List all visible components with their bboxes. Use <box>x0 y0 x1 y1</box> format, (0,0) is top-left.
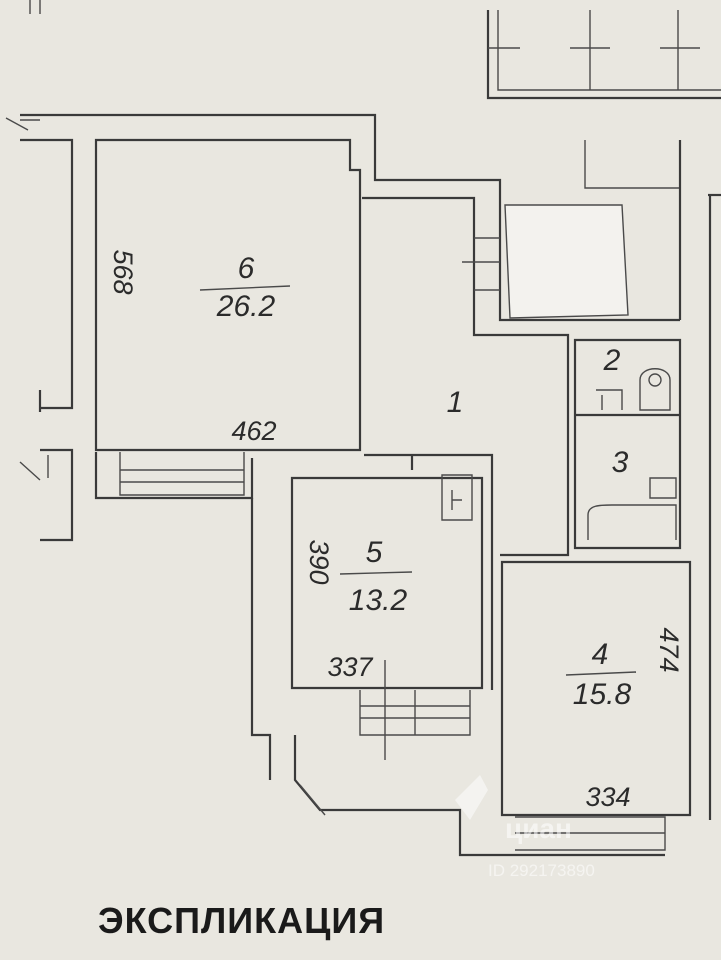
watermark-id: ID 292173890 <box>488 861 595 880</box>
room-5-area: 13.2 <box>349 584 408 617</box>
top-walls <box>29 0 721 100</box>
right-block <box>504 140 721 820</box>
room-6-height-dimension: 568 <box>108 249 138 294</box>
room-6-area: 26.2 <box>216 290 276 323</box>
room-5 <box>290 474 484 760</box>
room-4-number: 4 <box>592 638 609 671</box>
room-4-divider <box>565 671 637 676</box>
room-4-width-dimension: 334 <box>585 782 630 812</box>
room-6 <box>94 138 362 496</box>
left-walls <box>5 113 680 542</box>
room-6-number: 6 <box>238 252 255 285</box>
room-5-divider <box>339 571 413 575</box>
room-1-number: 1 <box>447 386 464 419</box>
room-4-area: 15.8 <box>573 678 632 711</box>
room-2-number: 2 <box>603 344 621 377</box>
watermark-brand: циан <box>505 813 572 844</box>
lower-left <box>94 452 665 857</box>
room-6-width-dimension: 462 <box>231 416 276 446</box>
room-1 <box>362 196 570 690</box>
room-5-number: 5 <box>366 536 383 569</box>
room-4-height-dimension: 474 <box>654 627 684 672</box>
room-5-height-dimension: 390 <box>304 539 334 584</box>
rooms-2-3 <box>573 338 682 550</box>
cian-logo-icon <box>455 775 488 820</box>
room-4 <box>500 560 692 851</box>
room-3-number: 3 <box>612 446 629 479</box>
room-5-width-dimension: 337 <box>327 652 373 682</box>
room-6-divider <box>199 285 291 291</box>
explication-heading: ЭКСПЛИКАЦИЯ <box>98 900 386 941</box>
